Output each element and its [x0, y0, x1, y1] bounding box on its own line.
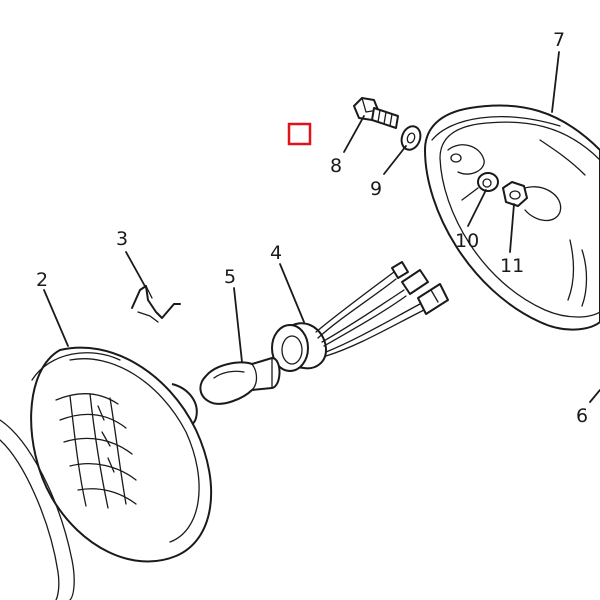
callout-8: 8: [330, 155, 342, 177]
callout-10: 10: [455, 230, 479, 252]
leader-4: [279, 263, 305, 323]
leader-5: [233, 287, 243, 363]
callout-11: 11: [500, 255, 524, 277]
nut-11: [502, 181, 528, 207]
bolt-8: [353, 97, 399, 129]
callout-6: 6: [576, 405, 588, 427]
callout-9: 9: [370, 178, 382, 200]
washer-9: [400, 125, 422, 151]
headlight-lens-unit: [0, 346, 213, 600]
leader-6: [589, 389, 600, 403]
leader-3: [125, 251, 147, 289]
leader-8: [343, 115, 365, 153]
clip-3: [131, 285, 181, 323]
socket-4: [271, 261, 449, 372]
callout-3: 3: [116, 228, 128, 250]
leader-2: [43, 289, 69, 347]
leader-lines: [43, 51, 600, 403]
washer-10: [477, 172, 499, 192]
callout-4: 4: [270, 242, 282, 264]
leader-9: [383, 145, 407, 175]
selection-marker[interactable]: [287, 122, 312, 146]
callout-2: 2: [36, 269, 48, 291]
leader-10: [467, 189, 487, 227]
bulb-5: [199, 357, 281, 405]
leader-11: [509, 203, 515, 253]
callout-5: 5: [224, 266, 236, 288]
callout-7: 7: [553, 29, 565, 51]
leader-7: [551, 51, 560, 113]
